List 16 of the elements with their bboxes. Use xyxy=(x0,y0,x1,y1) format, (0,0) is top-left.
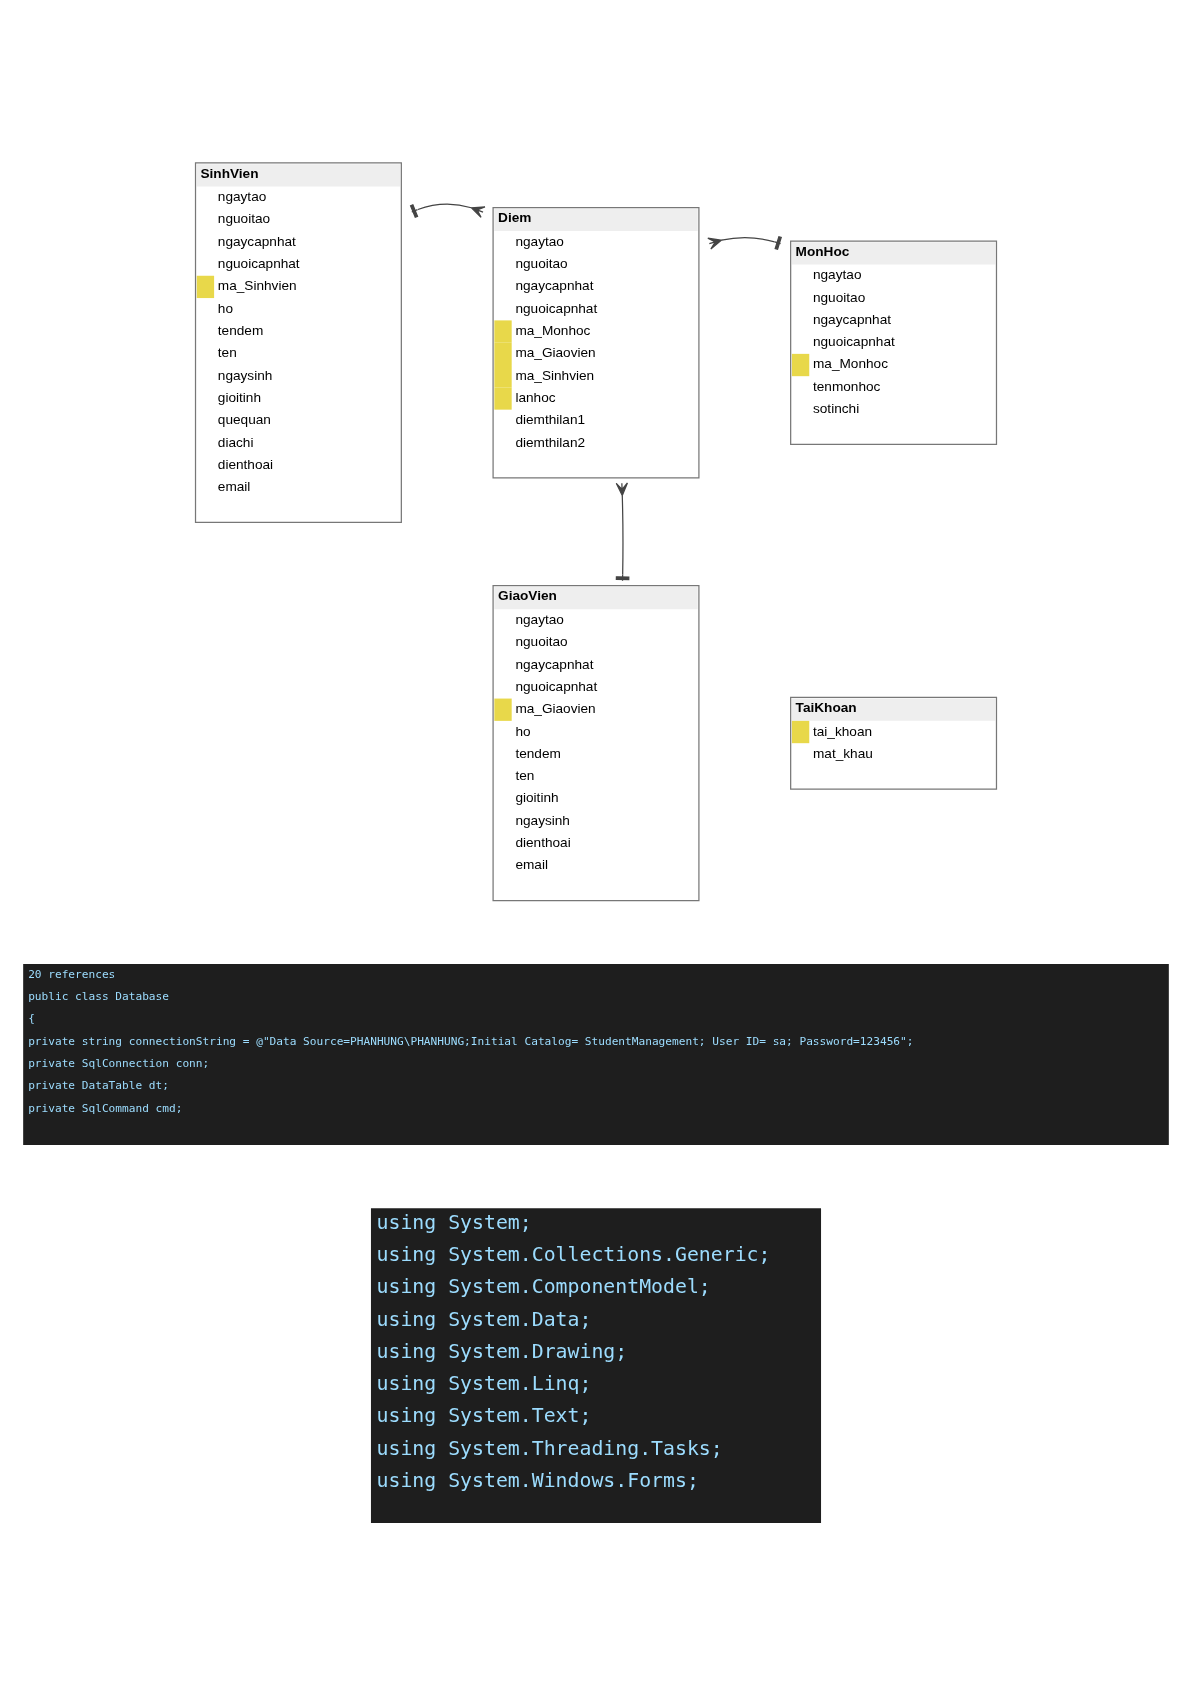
label: using System.Windows.Forms; xyxy=(376,1468,699,1492)
label: using System.Threading.Tasks; xyxy=(376,1436,723,1460)
label: using System.Text; xyxy=(376,1403,592,1427)
label: public class Database xyxy=(28,989,169,1003)
label: using System.Drawing; xyxy=(376,1339,628,1363)
label: { xyxy=(28,1011,35,1025)
label: using System.Data; xyxy=(376,1307,592,1331)
label: using System.ComponentModel; xyxy=(376,1274,711,1298)
label: using System.Linq; xyxy=(376,1371,592,1395)
label: private string connectionString = @"Data Source=PHANHUNG\PHANHUNG;Initial Catalog= StudentManagement; User ID= sa; Password=123456"; xyxy=(28,1034,914,1048)
label: private SqlCommand cmd; xyxy=(28,1101,183,1115)
label: using System.Collections.Generic; xyxy=(376,1242,771,1266)
label: private DataTable dt; xyxy=(28,1078,169,1092)
label: using System; xyxy=(376,1210,532,1234)
label: 20 references xyxy=(28,967,116,981)
label: private SqlConnection conn; xyxy=(28,1056,210,1070)
